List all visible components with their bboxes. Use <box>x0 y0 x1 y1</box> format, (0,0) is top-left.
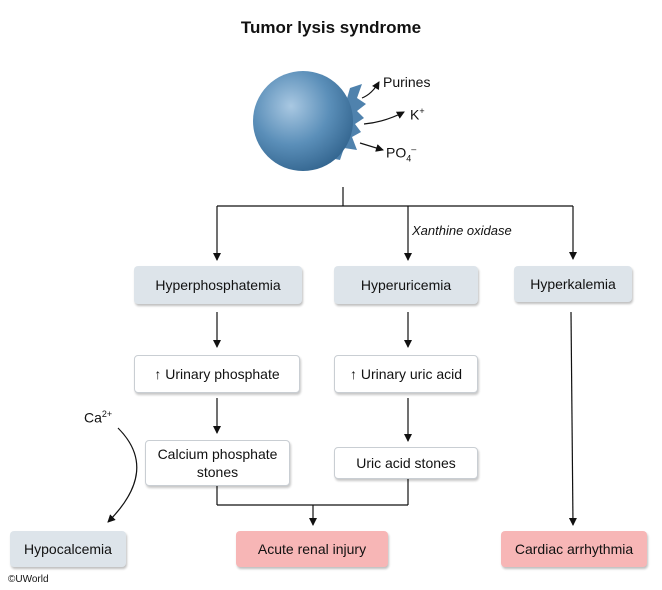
tumor-cell-icon <box>253 71 366 171</box>
purines-label: Purines <box>383 74 431 90</box>
calcium-phosphate-stones-box: Calcium phosphate stones <box>145 440 290 486</box>
potassium-label: K+ <box>410 106 425 123</box>
hyperuricemia-box: Hyperuricemia <box>334 266 478 304</box>
cardiac-arrhythmia-box: Cardiac arrhythmia <box>501 531 647 567</box>
phosphate-arrow <box>359 142 384 152</box>
calcium-phosphate-stones-line2: stones <box>196 464 239 480</box>
xanthine-oxidase-label: Xanthine oxidase <box>412 223 512 238</box>
uric-acid-stones-box: Uric acid stones <box>334 447 478 479</box>
calcium-label: Ca2+ <box>84 409 113 426</box>
urinary-phosphate-box: ↑ Urinary phosphate <box>134 355 300 393</box>
diagram-title: Tumor lysis syndrome <box>240 18 422 37</box>
phosphate-label: PO4– <box>386 144 417 164</box>
urinary-uric-acid-box: ↑ Urinary uric acid <box>334 355 478 393</box>
calcium-phosphate-stones-line1: Calcium phosphate <box>157 446 278 462</box>
acute-renal-injury-box: Acute renal injury <box>236 531 388 567</box>
potassium-arrow <box>363 111 405 125</box>
purines-arrow <box>361 81 380 99</box>
hyperkalemia-box: Hyperkalemia <box>514 266 632 302</box>
copyright-label: ©UWorld <box>8 574 49 585</box>
hypocalcemia-box: Hypocalcemia <box>10 531 126 567</box>
hyperphosphatemia-box: Hyperphosphatemia <box>134 266 302 304</box>
